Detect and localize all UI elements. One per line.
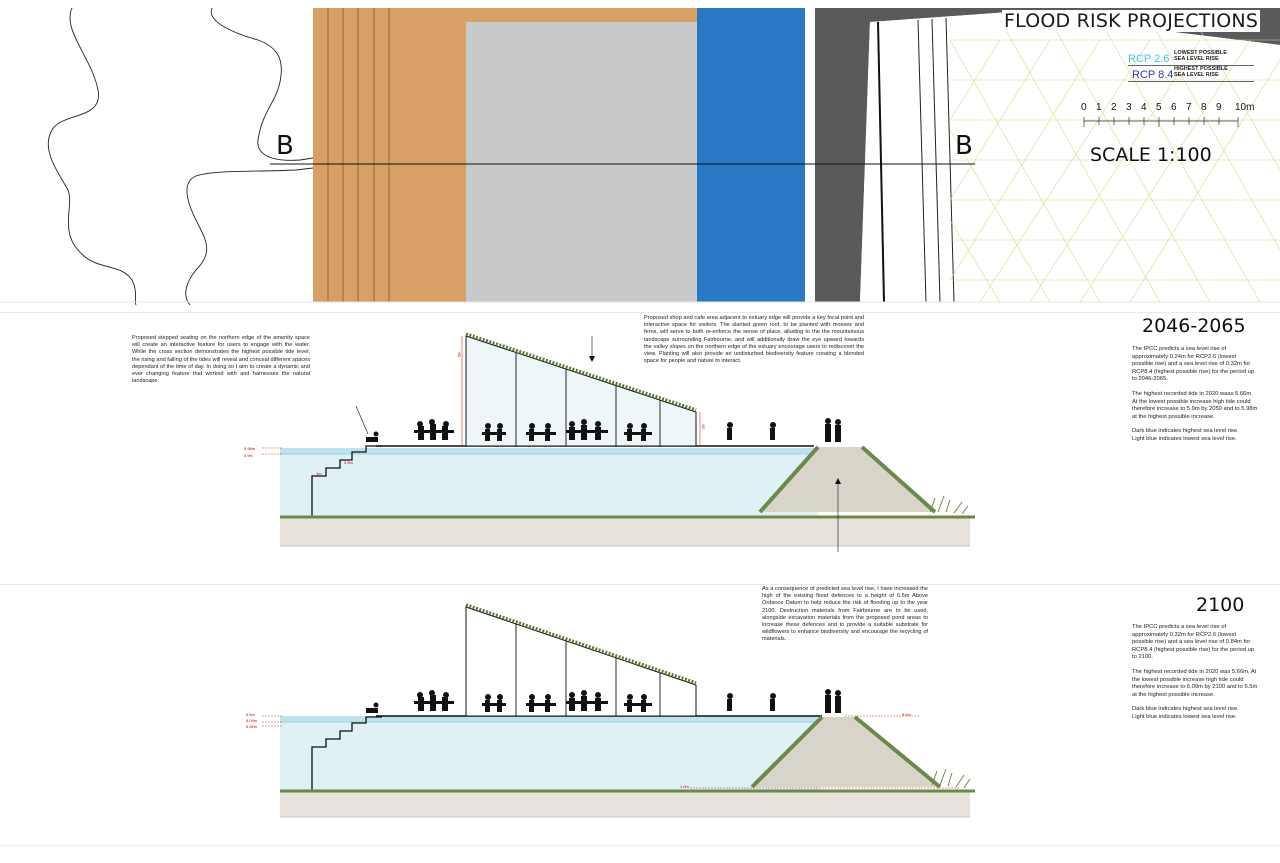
cafe-glazing — [465, 335, 697, 447]
side-notes-2100: The IPCC predicts a sea level rise of ap… — [1132, 624, 1258, 729]
people-silhouettes — [366, 418, 841, 442]
level-label: 6.09m — [246, 718, 258, 723]
side-notes-2046: The IPCC predicts a sea level rise of ap… — [1132, 346, 1258, 451]
estuary-edge-plan — [697, 8, 805, 302]
flood-defence-plan — [815, 8, 1280, 302]
flood-defence-embankment — [752, 717, 940, 787]
scale-tick: 3 — [1126, 102, 1132, 113]
water-highest — [280, 448, 818, 454]
roof-height-label: 2m — [700, 423, 706, 430]
side-paragraph: The IPCC predicts a sea level rise of ap… — [1132, 346, 1255, 383]
level-label: 5.9m — [244, 453, 253, 458]
side-paragraph: Dark blue indicates highest sea level ri… — [1132, 428, 1239, 442]
cafe-roof-plan — [466, 22, 697, 302]
grassland-hatch — [949, 19, 1280, 303]
roof-height-label: 5m — [456, 351, 462, 358]
side-paragraph: The IPCC predicts a sea level rise of ap… — [1132, 624, 1255, 661]
period-title-2046: 2046-2065 — [1142, 315, 1246, 337]
side-paragraph: The highest recorded tide in 2020 was 5.… — [1132, 668, 1258, 698]
scale-label: SCALE 1:100 — [1090, 144, 1212, 166]
plan-view — [0, 7, 1280, 305]
coastline-outline — [47, 7, 137, 305]
scale-tick: 8 — [1201, 102, 1207, 113]
scale-tick: 4 — [1141, 102, 1147, 113]
legend-title: FLOOD RISK PROJECTIONS — [1002, 10, 1261, 32]
section-2100-drawing — [262, 603, 975, 818]
people-silhouettes — [366, 689, 841, 713]
scale-tick: 6 — [1171, 102, 1177, 113]
water-lowest — [280, 722, 820, 790]
period-title-2100: 2100 — [1196, 594, 1245, 616]
scale-tick: 9 — [1216, 102, 1222, 113]
scale-tick: 10m — [1235, 102, 1255, 113]
side-paragraph: The highest recorded tide in 2020 waas 5… — [1132, 390, 1258, 420]
scale-tick: 0 — [1081, 102, 1087, 113]
section-2046-drawing — [262, 332, 975, 552]
section-marker-right: B — [955, 131, 973, 161]
scale-tick: 7 — [1186, 102, 1192, 113]
ground-soil — [280, 516, 970, 546]
rcp26-code: RCP 2.6 — [1128, 53, 1170, 65]
scale-tick: 2 — [1111, 102, 1117, 113]
side-paragraph: Dark blue indicates highest sea level ri… — [1132, 706, 1239, 720]
annotation-defence: As a consequence of predicted sea level … — [762, 586, 928, 643]
scale-tick: 5 — [1156, 102, 1162, 113]
base-level-label: 1.0m — [680, 784, 689, 789]
coastline-outline-2 — [185, 7, 314, 305]
ground-soil — [280, 791, 970, 817]
cafe-glazing — [465, 606, 697, 717]
defence-height-label: 6.5m — [902, 712, 911, 717]
annotation-cafe: Proposed shop and cafe area adjacent to … — [644, 315, 864, 365]
rcp84-code: RCP 8.4 — [1132, 69, 1174, 81]
scale-bar: 0 1 2 3 4 5 6 7 8 9 10m — [1078, 102, 1262, 132]
level-label: 1m — [316, 471, 322, 476]
scale-tick: 1 — [1096, 102, 1102, 113]
annotation-seating: Proposed stepped seating on the northern… — [132, 335, 310, 385]
level-label: 5.98m — [244, 446, 256, 451]
level-label: 5.66m — [246, 724, 258, 729]
water-highest — [280, 716, 820, 722]
level-label: 0.5m — [344, 460, 353, 465]
level-label: 6.5m — [246, 712, 255, 717]
stepped-seating — [311, 445, 382, 520]
water-lowest — [280, 454, 818, 516]
stepped-seating — [311, 716, 382, 791]
section-marker-left: B — [276, 131, 294, 161]
